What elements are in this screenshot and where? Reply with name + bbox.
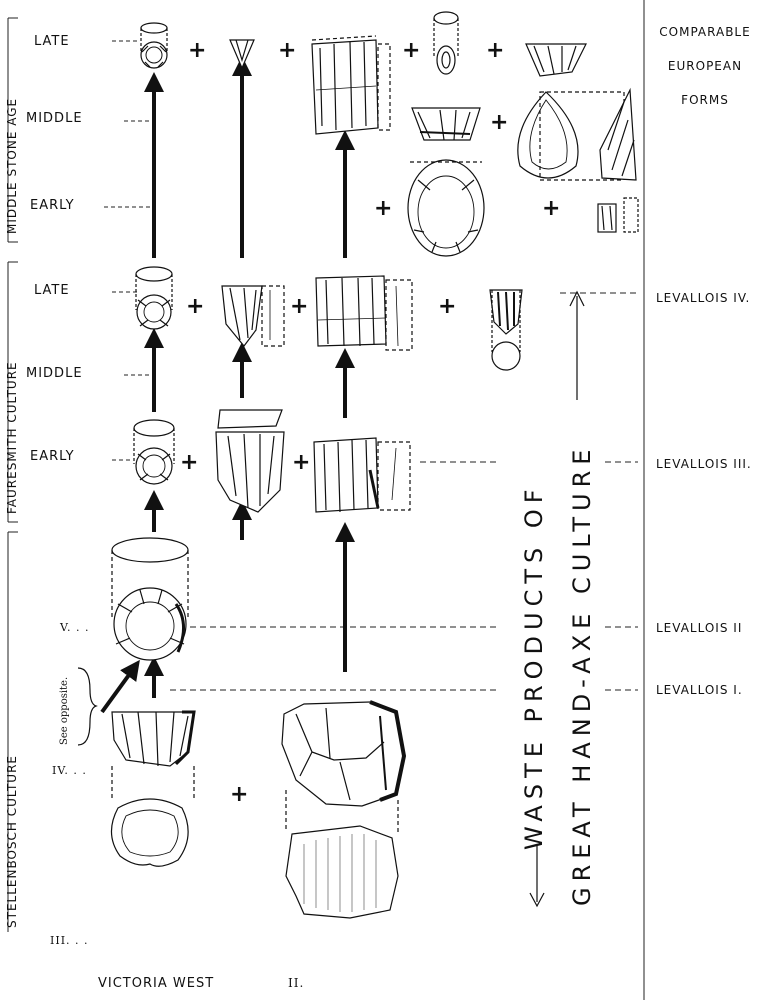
tool-msa-late-core (140, 22, 168, 69)
tool-faure-late-point (221, 285, 285, 347)
tool-msa-late-convergent (525, 43, 587, 77)
plus-sign: + (486, 38, 505, 63)
right-level-levallois-ii: LEVALLOIS II (656, 621, 743, 635)
plus-sign: + (278, 38, 297, 63)
plus-sign: + (542, 196, 561, 221)
tool-msa-late-small (433, 11, 459, 75)
period-bracket-middle-stone-age (7, 17, 18, 243)
tool-msa-early-core (407, 159, 485, 257)
plus-sign: + (290, 294, 309, 319)
bottom-row-victoria-west-value: II. (288, 976, 305, 990)
level-lines (160, 292, 638, 691)
period-label-fauresmith: FAURESMITH CULTURE (5, 361, 19, 514)
stage-label-faure-middle: MIDDLE (26, 366, 83, 381)
tool-stellen-v-core (111, 537, 189, 661)
bottom-row-victoria-west-label: VICTORIA WEST (98, 976, 215, 991)
tool-victoria-west-core (281, 700, 407, 832)
period-label-stellenbosch: STELLENBOSCH CULTURE (5, 755, 19, 928)
tool-victoria-west-flake (285, 825, 399, 919)
central-caption-line-2: GREAT HAND-AXE CULTURE (568, 443, 596, 906)
tool-faure-late-bullet (489, 289, 523, 371)
tool-msa-middle-flake (411, 107, 481, 141)
stage-ticks (104, 40, 150, 461)
right-level-levallois-iii: LEVALLOIS III. (656, 457, 752, 471)
period-label-middle-stone-age: MIDDLE STONE AGE (5, 97, 19, 234)
tool-msa-early-small (597, 197, 639, 233)
thin-arrow-down (529, 845, 545, 908)
tool-faure-late-blade (315, 275, 413, 351)
see-opposite-note: See opposite. (59, 676, 70, 745)
stage-label-faure-early: EARLY (30, 449, 75, 464)
plus-sign: + (230, 782, 249, 807)
plus-sign: + (374, 196, 393, 221)
plus-sign: + (188, 38, 207, 63)
plus-sign: + (490, 110, 509, 135)
tool-faure-early-blade (313, 437, 411, 513)
see-opposite-brace (77, 667, 98, 746)
tool-faure-late-core (135, 266, 173, 330)
plus-sign: + (438, 294, 457, 319)
stage-label-msa-late: LATE (34, 34, 70, 49)
period-bracket-fauresmith (7, 261, 18, 523)
stage-label-stellen-iii: III. . . (50, 934, 89, 947)
plus-sign: + (402, 38, 421, 63)
tool-msa-late-blade (311, 35, 391, 135)
stage-label-msa-early: EARLY (30, 198, 75, 213)
plus-sign: + (180, 450, 199, 475)
tool-faure-early-core (133, 419, 175, 485)
right-level-levallois-i: LEVALLOIS I. (656, 683, 743, 697)
tool-msa-middle-sideflake (599, 87, 637, 181)
tool-faure-early-point (215, 409, 285, 513)
stage-label-faure-late: LATE (34, 283, 70, 298)
tool-msa-late-point (229, 39, 255, 70)
stage-label-stellen-iv: IV. . . (52, 764, 87, 777)
tool-stellen-iv-disc (110, 798, 189, 867)
stage-label-msa-middle: MIDDLE (26, 111, 83, 126)
plus-sign: + (292, 450, 311, 475)
right-header-line-1: COMPARABLE (659, 25, 751, 39)
stage-label-stellen-v: V. . . (60, 621, 90, 634)
right-level-levallois-iv: LEVALLOIS IV. (656, 291, 751, 305)
right-header-line-3: FORMS (681, 93, 729, 107)
evolution-arrows (100, 56, 355, 714)
plus-sign: + (186, 294, 205, 319)
thin-arrow-up (569, 290, 585, 400)
right-header-line-2: EUROPEAN (667, 59, 743, 73)
tool-stellen-iv-core (111, 710, 196, 800)
period-bracket-stellenbosch (7, 531, 18, 932)
central-caption-line-1: WASTE PRODUCTS OF (520, 483, 548, 850)
